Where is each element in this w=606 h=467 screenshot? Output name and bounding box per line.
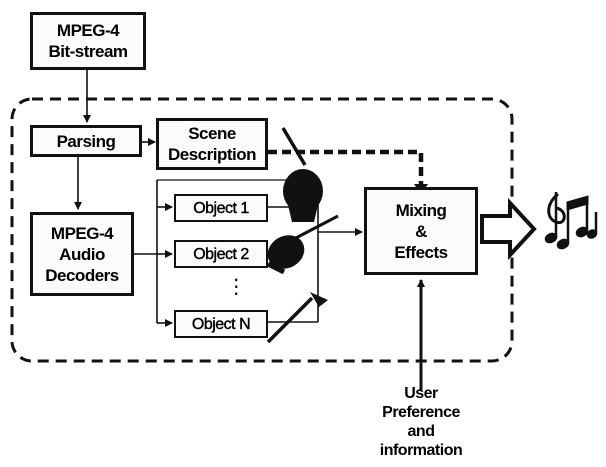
object-ellipsis: ⋮ [226, 276, 246, 298]
object-2-node: Object 2 [174, 240, 268, 268]
user-preference-line-1: User [404, 385, 438, 402]
audio-decoders-line-1: MPEG-4 [50, 223, 114, 243]
object-1-label: Object 1 [193, 199, 249, 217]
mixing-effects-node: Mixing & Effects [364, 187, 478, 275]
audio-decoders-node: MPEG-4 Audio Decoders [30, 212, 134, 296]
mpeg4-bitstream-node: MPEG-4 Bit-stream [30, 12, 146, 70]
hollow-right-arrow-icon [480, 197, 537, 261]
mpeg4-bitstream-line-2: Bit-stream [48, 42, 128, 61]
object-n-label: Object N [191, 315, 251, 333]
scene-description-node: Scene Description [156, 118, 268, 170]
mpeg4-bitstream-line-1: MPEG-4 [56, 21, 120, 40]
user-preference-label: User Preference and information [366, 384, 476, 460]
object-1-node: Object 1 [174, 194, 268, 222]
user-preference-line-4: information [379, 442, 463, 459]
mixing-effects-line-2: & [415, 221, 427, 241]
parsing-label: Parsing [56, 131, 116, 151]
mixing-effects-line-1: Mixing [395, 200, 447, 220]
music-notes-icon [544, 192, 598, 250]
object-n-node: Object N [174, 310, 268, 338]
scene-description-line-2: Description [167, 145, 257, 164]
audio-decoders-line-3: Decoders [45, 265, 119, 285]
parsing-node: Parsing [30, 125, 142, 157]
object-2-label: Object 2 [193, 245, 249, 263]
mixing-effects-line-3: Effects [394, 242, 448, 262]
user-preference-line-3: and [407, 423, 435, 440]
edge-scene-mixing [268, 149, 424, 186]
drum-violin-trumpet-icon [266, 127, 339, 344]
user-preference-line-2: Preference [382, 404, 460, 421]
audio-decoders-line-2: Audio [59, 244, 105, 264]
scene-description-line-1: Scene [188, 124, 236, 143]
